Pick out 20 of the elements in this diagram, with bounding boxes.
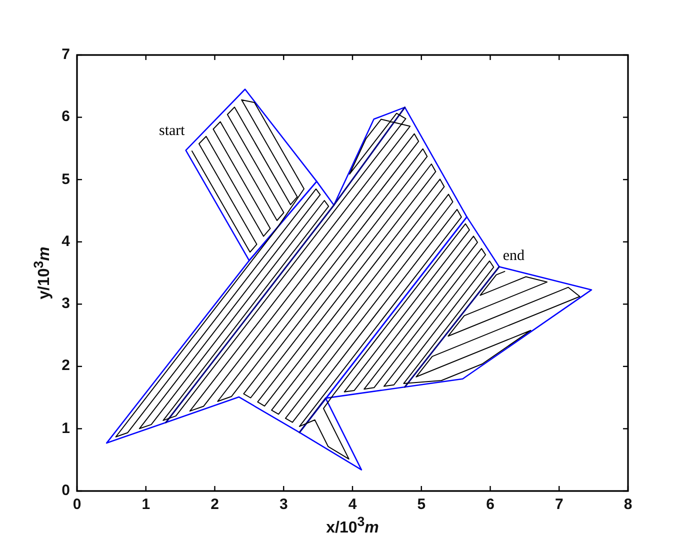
tick-label: 3 (279, 497, 288, 513)
tick-label: 2 (210, 497, 219, 513)
tick-label: 8 (624, 497, 632, 513)
tick-label: 4 (62, 234, 70, 250)
point-label: start (159, 123, 185, 140)
tick-label: 5 (62, 172, 70, 188)
point-label: end (502, 248, 525, 264)
tick-label: 0 (72, 497, 82, 513)
tick-label: 1 (142, 497, 150, 513)
tick-label: 0 (62, 483, 70, 499)
tick-label: 3 (62, 296, 70, 312)
tick-label: 5 (417, 497, 426, 513)
axis-title: x/10$^{3}$m (326, 513, 379, 538)
tick-label: 7 (62, 47, 70, 63)
tick-label: 1 (62, 420, 70, 437)
tick-label: 6 (486, 497, 494, 513)
tick-label: 2 (62, 358, 70, 374)
tick-label: 4 (348, 497, 357, 513)
tick-label: 7 (554, 497, 564, 513)
tick-label: 6 (62, 109, 70, 126)
